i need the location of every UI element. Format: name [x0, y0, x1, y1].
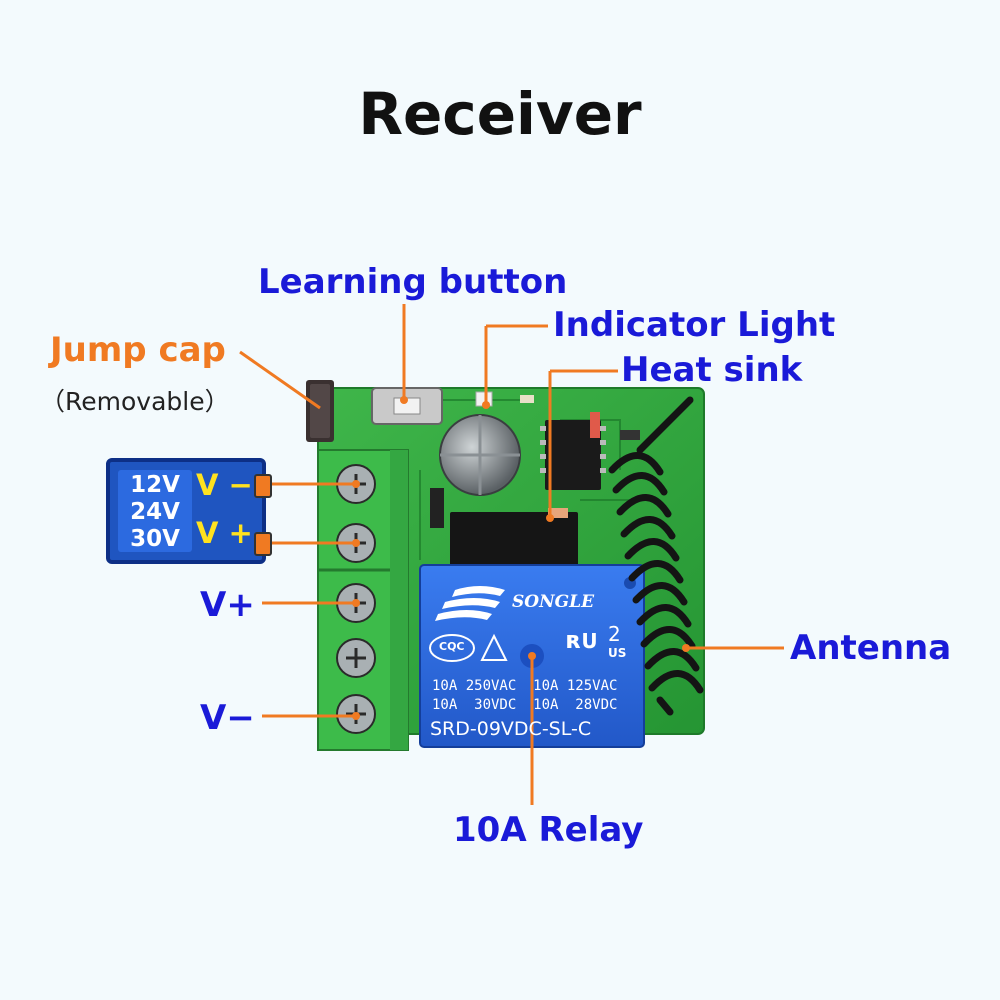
label-jump-cap-note: （Removable） [40, 387, 230, 416]
ic-chip [545, 420, 601, 490]
label-indicator-light: Indicator Light [553, 305, 836, 345]
voltage-12v: 12V [130, 472, 180, 498]
label-jump-cap: Jump cap [50, 330, 226, 370]
cqc-mark [429, 634, 475, 662]
songle-logo [435, 586, 505, 621]
relay-ul-number: 2 [608, 622, 621, 646]
power-tab-plus [254, 532, 272, 556]
label-heat-sink: Heat sink [621, 350, 803, 390]
label-v-plus: V+ [200, 585, 255, 625]
power-input-box: 12V 24V 30V V − V + [106, 458, 266, 564]
voltage-24v: 24V [130, 499, 180, 525]
relay-brand: SONGLE [512, 592, 595, 612]
label-v-minus: V− [200, 698, 255, 738]
power-tab-minus [254, 474, 272, 498]
relay-ratings-line1: 10A 250VAC 10A 125VAC [432, 678, 618, 694]
relay-cqc-text: CQC [439, 640, 465, 653]
triangle-mark [480, 633, 508, 661]
relay-us-text: US [608, 646, 627, 660]
power-v-minus: V − [196, 468, 253, 502]
voltage-list: 12V 24V 30V [118, 470, 192, 552]
label-antenna: Antenna [790, 628, 952, 668]
power-v-plus: V + [196, 516, 253, 550]
heat-sink-component [450, 512, 578, 568]
relay-ul-text: ʀU [566, 626, 598, 654]
smd-resistor [590, 412, 600, 438]
page-title: Receiver [358, 80, 642, 148]
voltage-30v: 30V [130, 526, 180, 552]
antenna-coil [608, 396, 704, 716]
label-learning-button: Learning button [258, 262, 568, 302]
leader-lines [239, 304, 784, 805]
label-relay: 10A Relay [453, 810, 644, 850]
relay-model: SRD-09VDC-SL-C [430, 718, 592, 740]
relay-ratings-line2: 10A 30VDC 10A 28VDC [432, 697, 618, 713]
